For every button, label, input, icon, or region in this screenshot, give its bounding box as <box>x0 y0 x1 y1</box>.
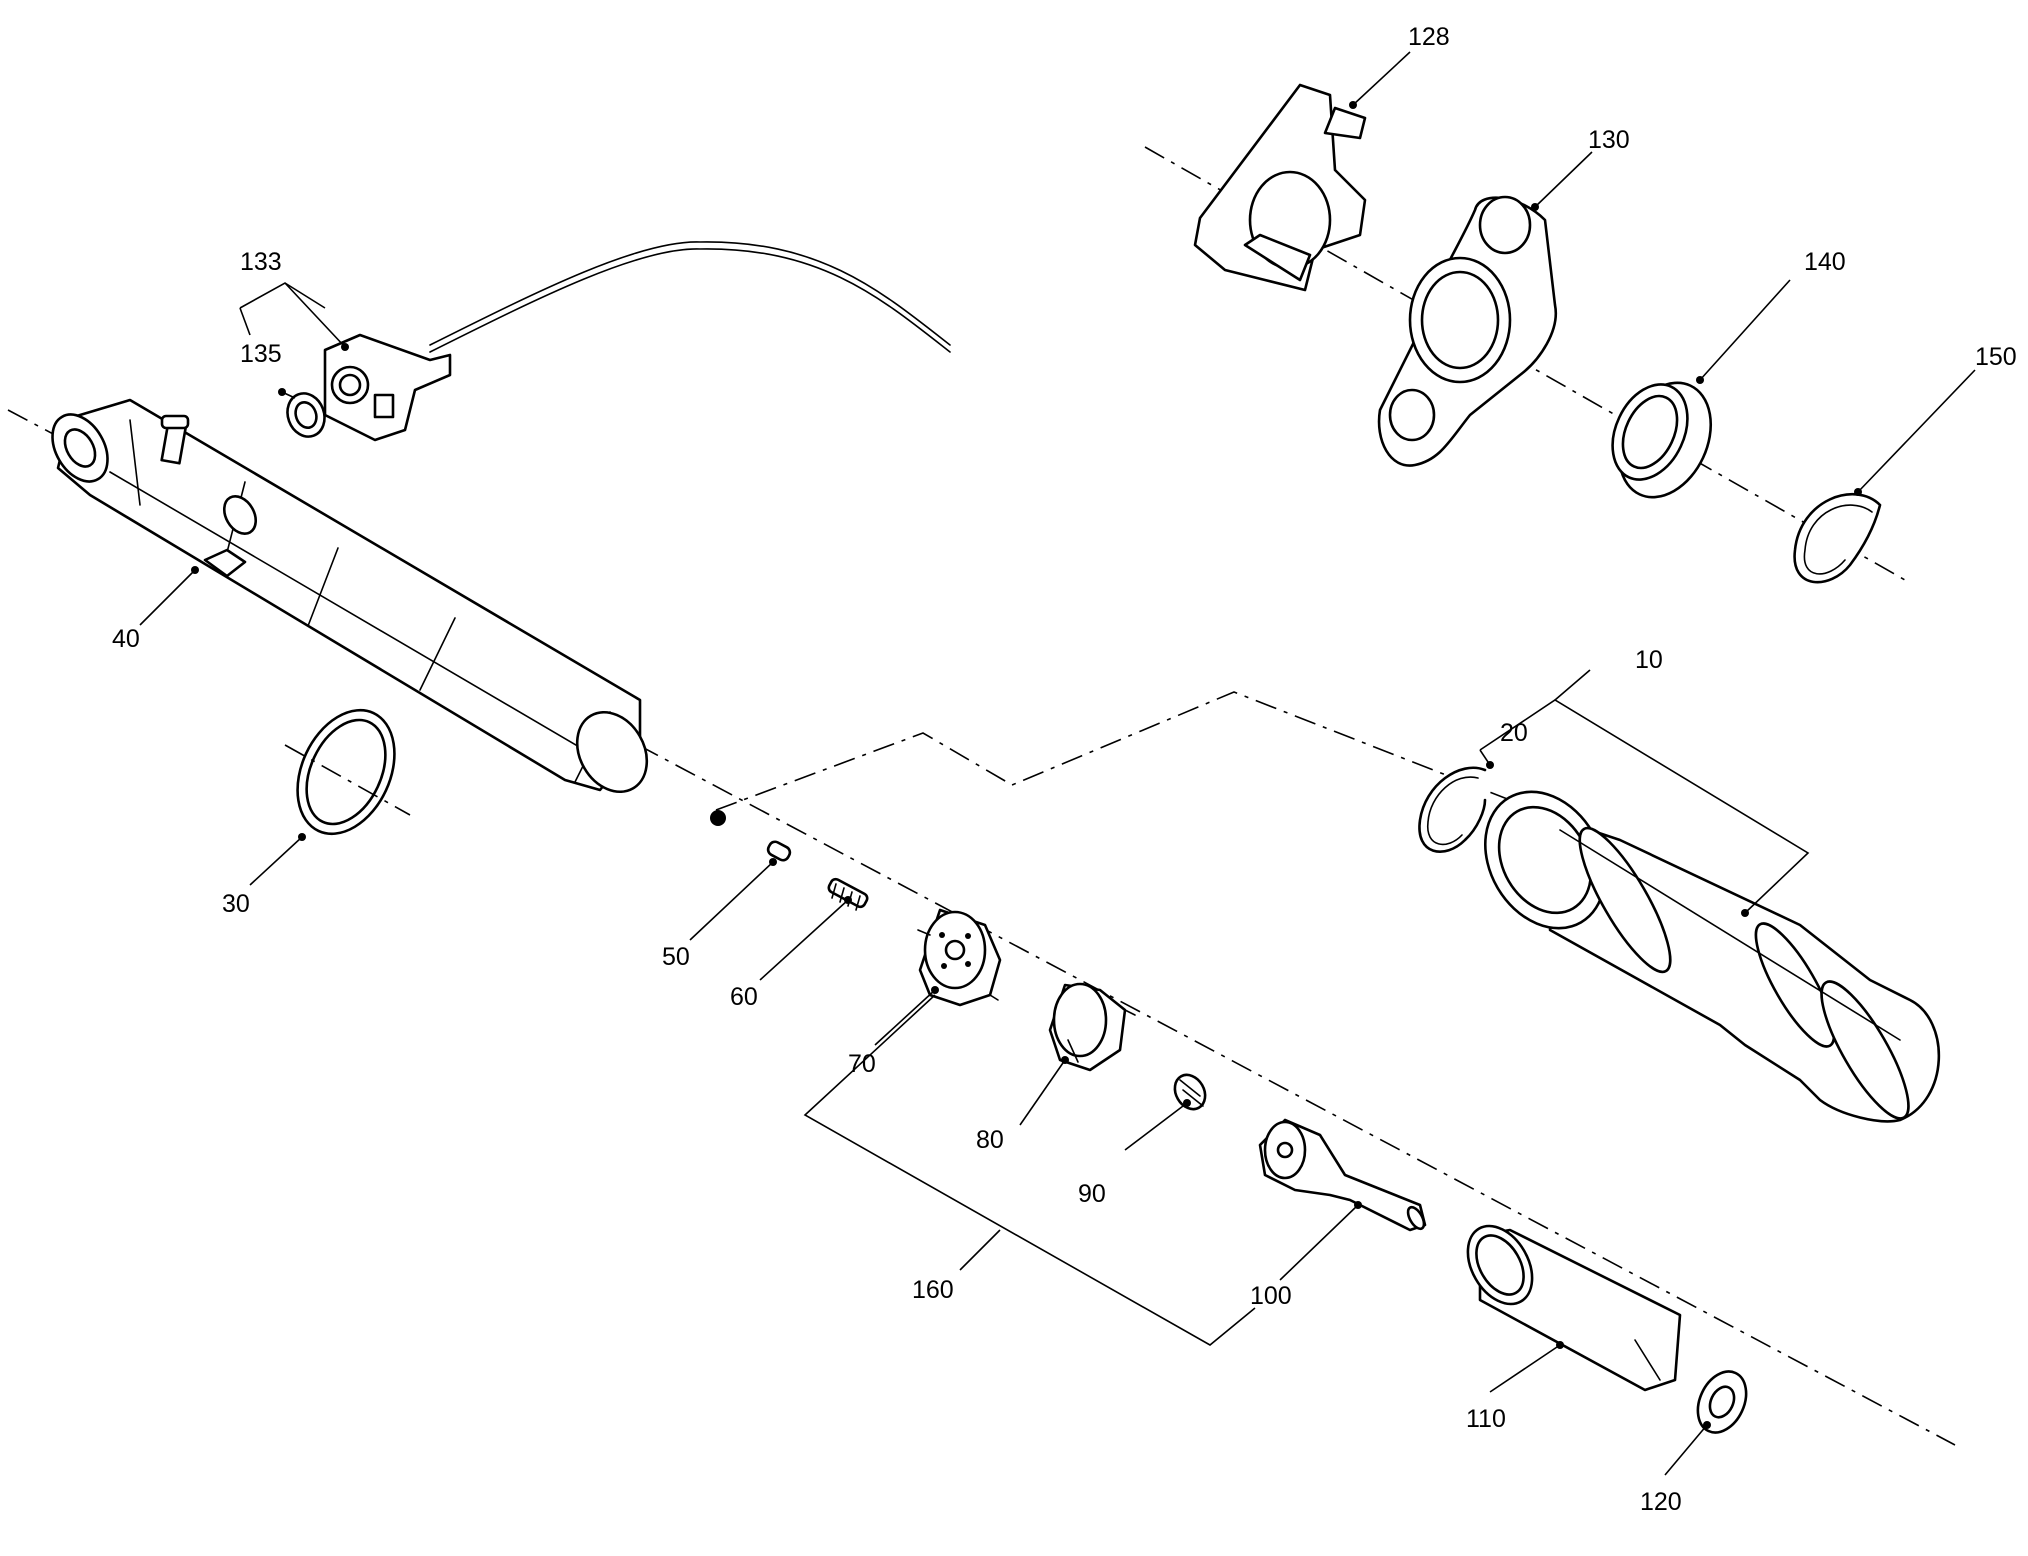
callout-140: 140 <box>1804 248 1846 276</box>
callout-160: 160 <box>912 1276 954 1304</box>
spring-part <box>827 877 869 911</box>
small-pin-part <box>766 840 792 862</box>
connector-with-cable-part <box>286 241 951 442</box>
nozzle-nut-part <box>1466 1224 1682 1392</box>
callout-70: 70 <box>848 1050 876 1078</box>
callout-130: 130 <box>1588 126 1630 154</box>
clamp-bracket-part <box>1193 83 1367 292</box>
flange-part <box>1377 195 1558 467</box>
callout-20: 20 <box>1500 719 1528 747</box>
callout-30: 30 <box>222 890 250 918</box>
callout-50: 50 <box>662 943 690 971</box>
valve-piece-part <box>1048 982 1136 1072</box>
callout-80: 80 <box>976 1126 1004 1154</box>
callout-60: 60 <box>730 983 758 1011</box>
callout-10: 10 <box>1635 646 1663 674</box>
callout-135: 135 <box>240 340 282 368</box>
callout-133: 133 <box>240 248 282 276</box>
callout-90: 90 <box>1078 1180 1106 1208</box>
callout-128: 128 <box>1408 23 1450 51</box>
leader-endpoint-dots <box>191 101 1862 1429</box>
callout-100: 100 <box>1250 1282 1292 1310</box>
o-ring-part <box>284 708 411 836</box>
callout-110: 110 <box>1466 1405 1506 1433</box>
valve-plate-part <box>917 908 1002 1007</box>
nozzle-assembly-part <box>1483 790 1941 1123</box>
nozzle-part <box>1258 1118 1427 1232</box>
washer-part <box>1696 1370 1748 1434</box>
callout-40: 40 <box>112 625 140 653</box>
leader-lines <box>139 51 1976 1476</box>
small-spring-part <box>1173 1073 1207 1111</box>
sleeve-ring-part <box>1611 381 1713 499</box>
assembly-reference-dot <box>710 810 726 826</box>
snap-ring-part <box>1793 492 1882 584</box>
callout-labels: 128 130 133 135 140 150 40 10 20 30 50 6… <box>112 23 2017 1516</box>
callout-120: 120 <box>1640 1488 1682 1516</box>
injector-body-part <box>51 398 649 794</box>
retaining-ring-part <box>1418 766 1487 853</box>
callout-150: 150 <box>1975 343 2017 371</box>
